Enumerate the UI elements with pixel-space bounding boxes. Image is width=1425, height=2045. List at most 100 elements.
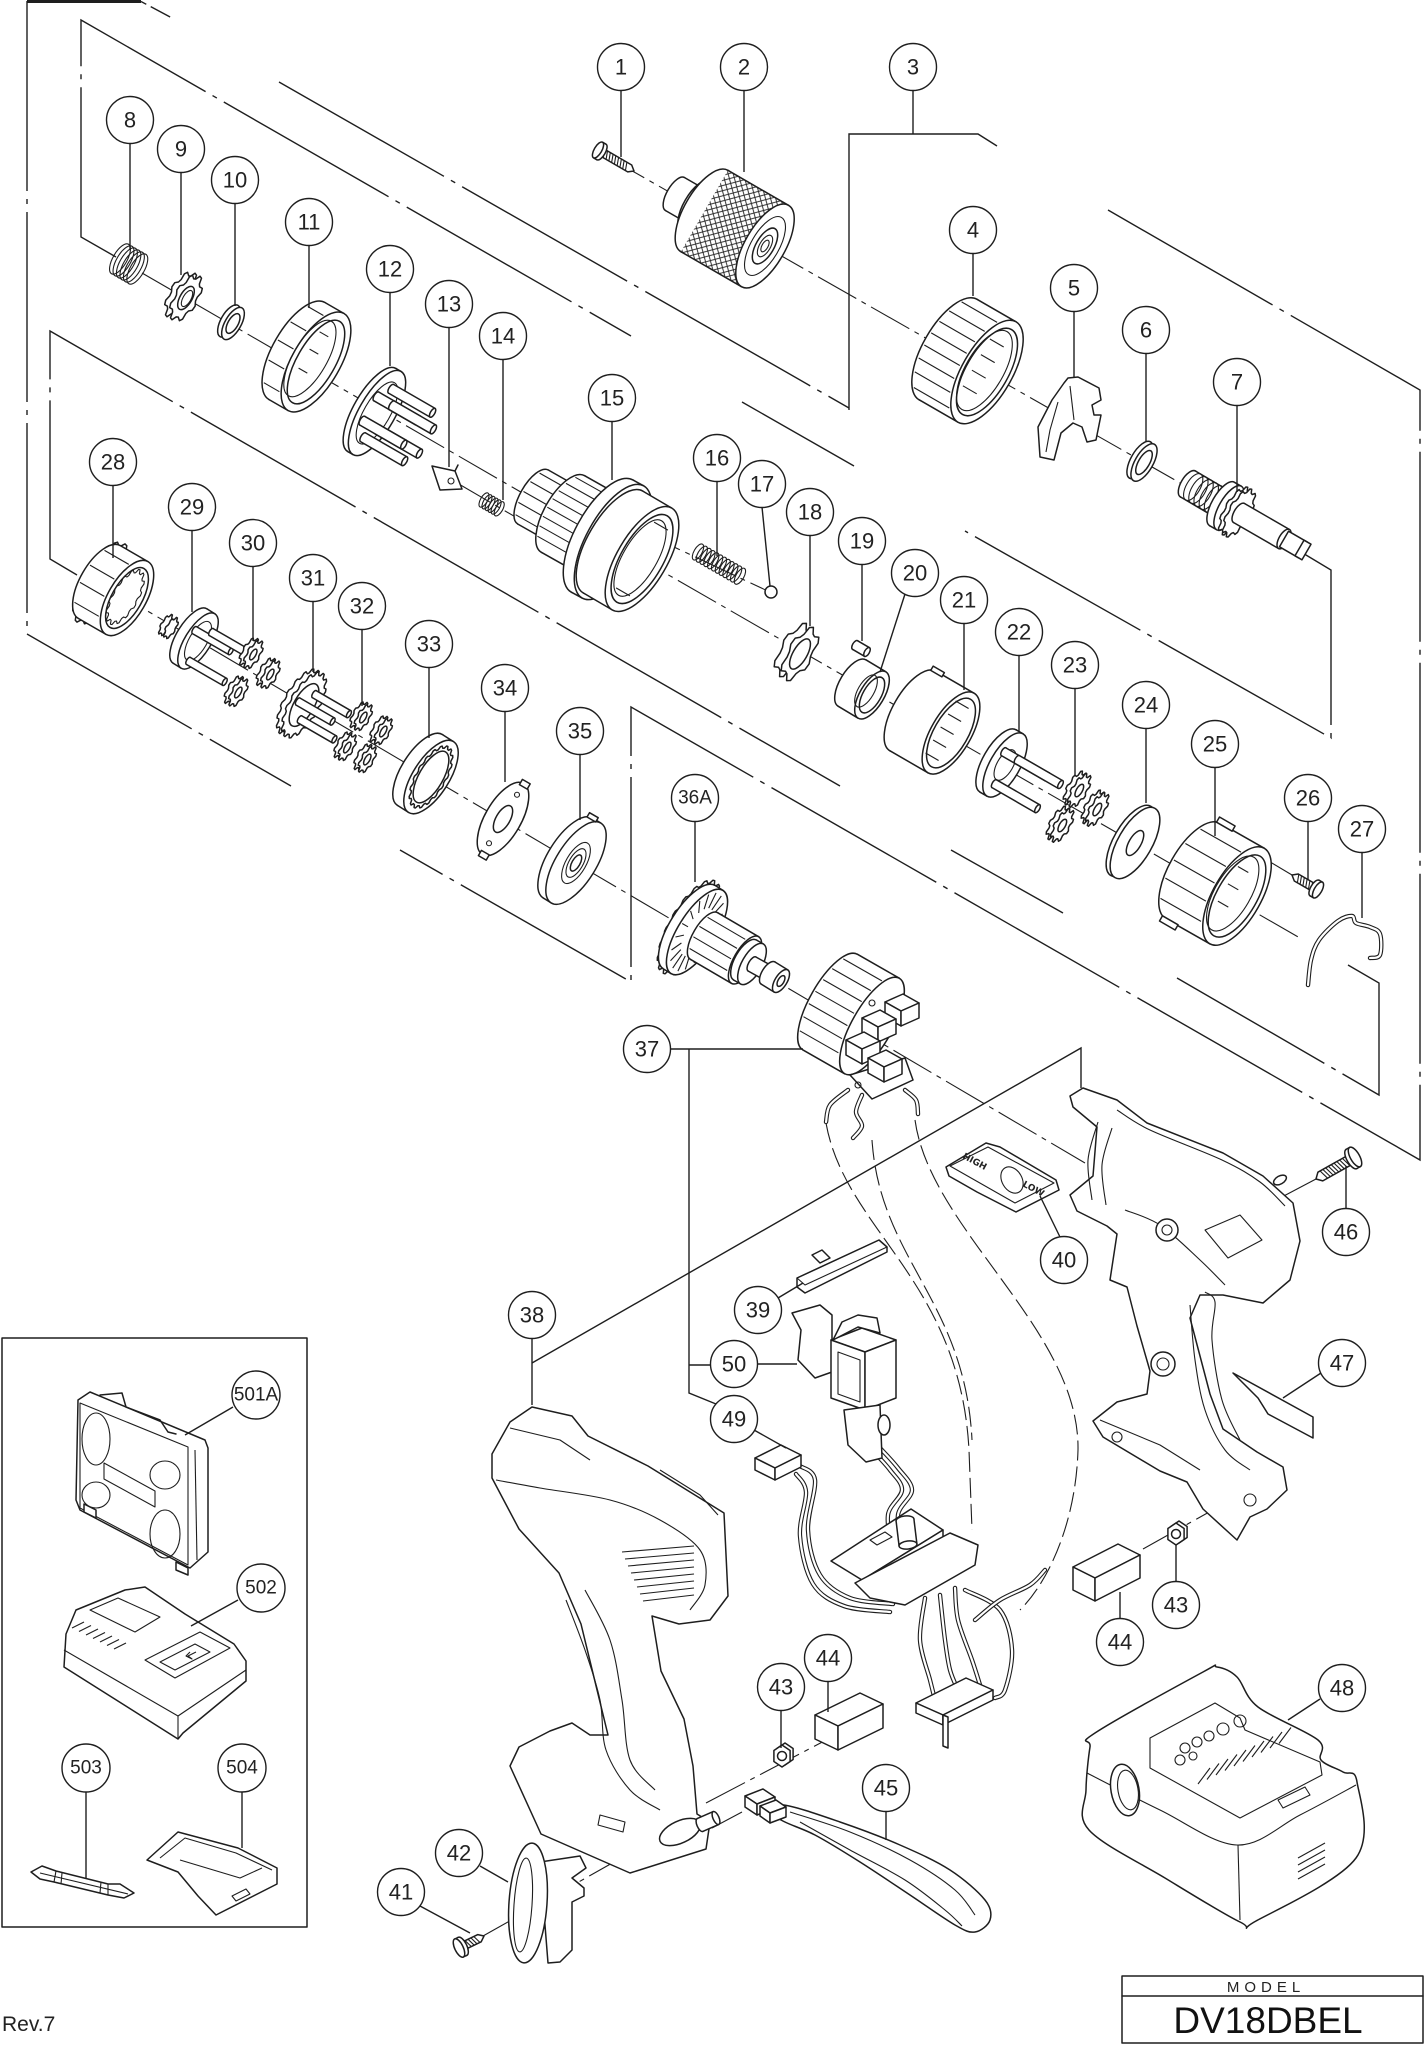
part-38-housing-right-half-shape: [1272, 1174, 1288, 1186]
part-46-tapping-screw-shape: [1333, 1162, 1342, 1171]
part-25-housing-shape: [1227, 883, 1239, 891]
callout-7: 7: [1212, 357, 1262, 407]
part-12-pin-carrier-shape: [387, 392, 431, 418]
part-23-planet-gears-shape: [1057, 818, 1068, 833]
part-15-gear-case-shape: [615, 587, 631, 597]
part-40-speed-selector: [945, 1142, 1060, 1213]
part-12-pin-carrier-shape: [389, 401, 436, 434]
callout-number: 32: [350, 594, 374, 619]
part-37-motor-stator-shape: [831, 968, 872, 992]
leader-line: [1039, 1195, 1061, 1238]
part-36A-armature-shape: [693, 936, 732, 960]
callout-number: 35: [568, 719, 592, 744]
part-31-gear-shape: [301, 715, 338, 737]
part-36A-armature-shape: [716, 911, 760, 938]
part-502-charger-shape: [113, 1642, 127, 1650]
callout-number: 5: [1068, 276, 1080, 301]
part-36A-armature-shape: [689, 958, 733, 985]
callout-number: 501A: [234, 1385, 279, 1406]
part-4-sleeve-ring: [911, 296, 1024, 425]
part-4-sleeve-ring-shape: [961, 301, 998, 323]
callout-18: 18: [785, 487, 835, 537]
part-33-internal-gear: [392, 732, 459, 815]
callout-29: 29: [167, 482, 217, 532]
part-501A-carrying-case-shape: [81, 1412, 111, 1466]
callout-circle: [737, 459, 787, 509]
part-25-housing-shape: [1200, 828, 1242, 853]
part-37-motor-stator-shape: [851, 1093, 864, 1140]
part-36A-armature-shape: [671, 942, 682, 951]
part-48-battery-shape: [1149, 1702, 1323, 1819]
frame-line: [950, 849, 1064, 914]
callout-circle: [288, 553, 338, 603]
part-12-pin-carrier-shape: [359, 416, 407, 449]
part-44-block-shape: [1094, 1554, 1141, 1602]
part-49-connector-shape: [774, 1454, 802, 1481]
callout-number: 37: [635, 1037, 659, 1062]
part-26-screw: [1291, 873, 1325, 899]
part-7-spindle-shape: [1294, 539, 1312, 561]
callout-number: 10: [223, 168, 247, 193]
callout-24: 24: [1121, 680, 1171, 730]
part-15-gear-case-shape: [610, 513, 674, 605]
part-12-pin-carrier-shape: [388, 384, 436, 418]
callout-number: 6: [1140, 318, 1152, 343]
part-36A-armature-shape: [761, 961, 788, 993]
part-16-spring-shape: [703, 550, 716, 568]
callout-number: 19: [850, 529, 874, 554]
callout-circle: [670, 773, 720, 823]
callout-circle: [1095, 1617, 1145, 1667]
part-4-sleeve-ring-shape: [955, 329, 1013, 412]
callout-circle: [596, 42, 646, 92]
callout-8: 8: [105, 95, 155, 145]
callout-circle: [1283, 773, 1333, 823]
callout-number: 24: [1134, 693, 1158, 718]
callout-19: 19: [837, 516, 887, 566]
part-40-speed-selector-shape: [949, 1146, 1055, 1204]
callout-circle: [210, 155, 260, 205]
part-29-carrier: [157, 607, 251, 687]
callout-42: 42: [434, 1828, 484, 1878]
callout-39: 39: [733, 1285, 783, 1335]
callout-number: 21: [952, 588, 976, 613]
part-38-housing-right-half-shape: [1189, 1304, 1251, 1471]
callout-number: 15: [600, 386, 624, 411]
part-12-pin-carrier-shape: [428, 407, 437, 419]
part-37-motor-stator-shape: [822, 979, 862, 1003]
callout-circle: [434, 1828, 484, 1878]
part-34-plate-shape: [513, 791, 521, 798]
part-7-spindle: [1177, 469, 1312, 561]
callout-circle: [1321, 1207, 1371, 1257]
part-501A-carrying-case-shape: [194, 1449, 198, 1561]
wire-route: [825, 1122, 973, 1531]
part-4-sleeve-ring-shape: [924, 344, 961, 366]
callout-27: 27: [1337, 804, 1387, 854]
part-4-sleeve-ring-shape: [962, 385, 977, 395]
part-50-switch-shape: [832, 1314, 881, 1341]
part-36A-armature-shape: [703, 894, 710, 910]
callout-11: 11: [284, 197, 334, 247]
part-43-nut-shape: [776, 1750, 788, 1762]
part-38-housing-left-half: [491, 1406, 729, 1874]
part-1-screw-shape: [613, 155, 617, 165]
callout-number: 47: [1330, 1351, 1354, 1376]
part-38-housing-left-half-shape: [659, 1469, 719, 1516]
part-16-spring-shape: [710, 554, 724, 572]
callout-circle: [337, 581, 387, 631]
part-20-ring-shape: [854, 674, 878, 708]
part-38-housing-right-half-shape: [1099, 1419, 1201, 1471]
part-16-spring-shape: [714, 556, 728, 574]
model-number: DV18DBEL: [1173, 2000, 1362, 2041]
leader-line: [761, 506, 771, 587]
part-501A-carrying-case-shape: [83, 1503, 97, 1519]
part-14-spring: [478, 492, 505, 517]
callout-circle: [478, 311, 528, 361]
frame-line: [26, 1, 292, 787]
part-15-gear-case-shape: [547, 506, 584, 528]
callout-number: 28: [101, 450, 125, 475]
part-38-housing-left-half-shape: [636, 1580, 695, 1588]
part-4-sleeve-ring-shape: [918, 357, 955, 379]
part-19-pin-shape: [851, 648, 866, 658]
part-36A-armature-shape: [707, 916, 746, 940]
part-29-carrier-shape: [212, 627, 251, 651]
